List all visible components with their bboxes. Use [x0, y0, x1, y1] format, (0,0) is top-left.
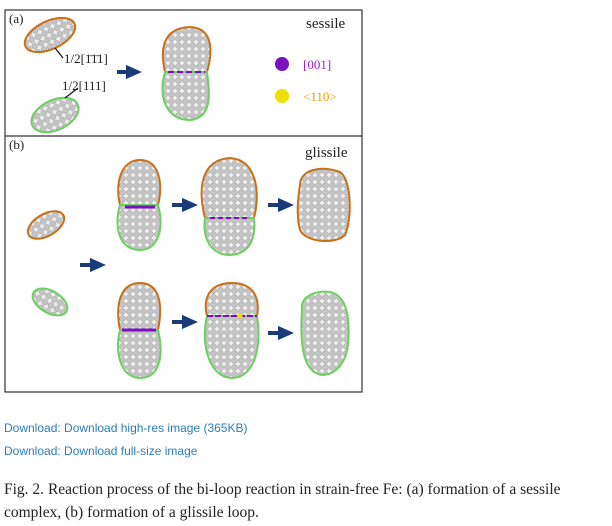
reaction-arrow-icon: [268, 197, 294, 213]
loop-green: [30, 96, 80, 134]
burgers-arrow-2: [64, 87, 79, 99]
download-full-size-link[interactable]: Download: Download full-size image: [4, 444, 198, 458]
reaction-arrow-icon: [117, 64, 142, 80]
glissile-loop-green: [300, 290, 350, 376]
legend-label-001: [001]: [303, 57, 331, 72]
loop-orange-b: [26, 210, 66, 240]
panel-b-title: glissile: [305, 145, 348, 161]
reaction-arrow-icon: [80, 257, 106, 273]
reaction-arrow-icon: [268, 325, 294, 341]
loop-green-b: [31, 287, 69, 317]
burgers-vector-1: 1/2[1̄1̄1]: [64, 51, 108, 66]
complex-orange-half: [161, 25, 212, 73]
legend-dot-001: [275, 57, 289, 71]
complex-green-half: [161, 71, 210, 122]
figure-caption: Fig. 2. Reaction process of the bi-loop …: [4, 478, 609, 524]
legend-dot-110: [275, 89, 289, 103]
reaction-arrow-icon: [172, 197, 198, 213]
burgers-arrow-1: [54, 47, 64, 59]
burgers-vector-2: 1/2[111]: [62, 78, 106, 93]
figure: (a) sessile 1/2[1̄1̄1] 1/2[111] [001] <1…: [4, 9, 363, 393]
panel-a-label: (a): [9, 11, 23, 26]
caption-label: Fig. 2.: [4, 481, 45, 498]
panel-a-title: sessile: [306, 16, 346, 32]
download-high-res-link[interactable]: Download: Download high-res image (365KB…: [4, 421, 248, 435]
glissile-loop-orange: [296, 167, 351, 242]
loop-orange: [23, 16, 77, 54]
panel-b-label: (b): [9, 137, 24, 152]
stage-1-bottom: [117, 281, 162, 380]
legend-label-110: <110>: [303, 89, 337, 104]
reaction-arrow-icon: [172, 314, 198, 330]
stage-1-top: [116, 158, 162, 252]
stage-2-top: [200, 156, 258, 257]
caption-text: Reaction process of the bi-loop reaction…: [4, 481, 561, 521]
stage-2-bottom: [203, 281, 260, 380]
